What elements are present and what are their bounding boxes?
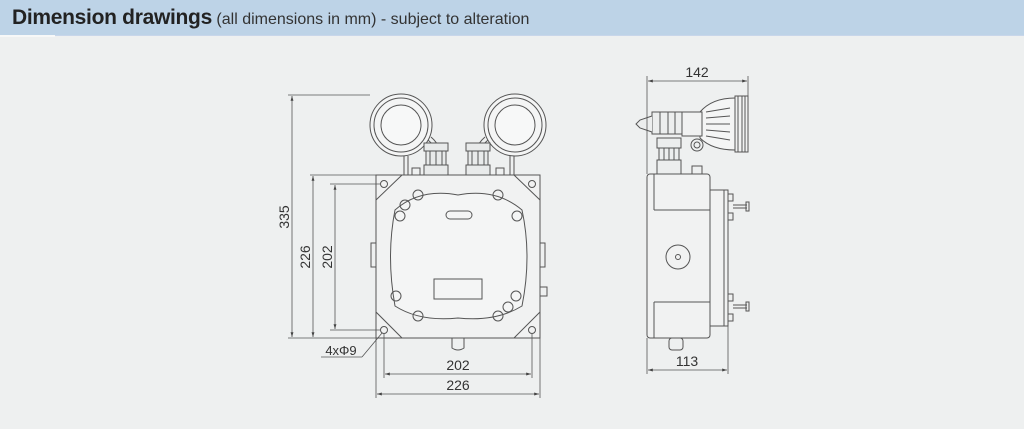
lamp-head-right <box>474 93 547 175</box>
lamp-head-left <box>369 93 442 175</box>
dim-housing-height: 226 <box>297 245 313 269</box>
cable-gland-left <box>423 142 449 176</box>
dim-mounting-height: 202 <box>319 245 335 269</box>
dim-total-height: 335 <box>276 205 292 229</box>
section-title: Dimension drawings (all dimensions in mm… <box>12 6 529 30</box>
title-main: Dimension drawings <box>12 6 212 29</box>
dim-mounting-width: 202 <box>446 357 470 373</box>
cable-gland-right <box>465 142 491 176</box>
title-subtitle: (all dimensions in mm) - subject to alte… <box>216 11 530 28</box>
housing-side <box>646 173 711 339</box>
side-dimension-labels: 142 113 <box>676 64 709 369</box>
dim-housing-depth: 113 <box>676 353 699 369</box>
lamp-head-side <box>635 95 749 153</box>
front-dimensions <box>288 94 541 398</box>
side-dimensions <box>646 76 749 374</box>
front-view <box>369 93 548 351</box>
header-accent <box>0 35 55 37</box>
section-header: Dimension drawings (all dimensions in mm… <box>0 0 1024 36</box>
dim-housing-width: 226 <box>446 377 470 393</box>
dim-mounting-holes: 4xΦ9 <box>325 343 356 358</box>
front-dimension-labels: 335 226 202 202 226 4xΦ9 <box>276 205 470 393</box>
side-view <box>635 95 750 351</box>
dim-total-depth: 142 <box>685 64 709 80</box>
